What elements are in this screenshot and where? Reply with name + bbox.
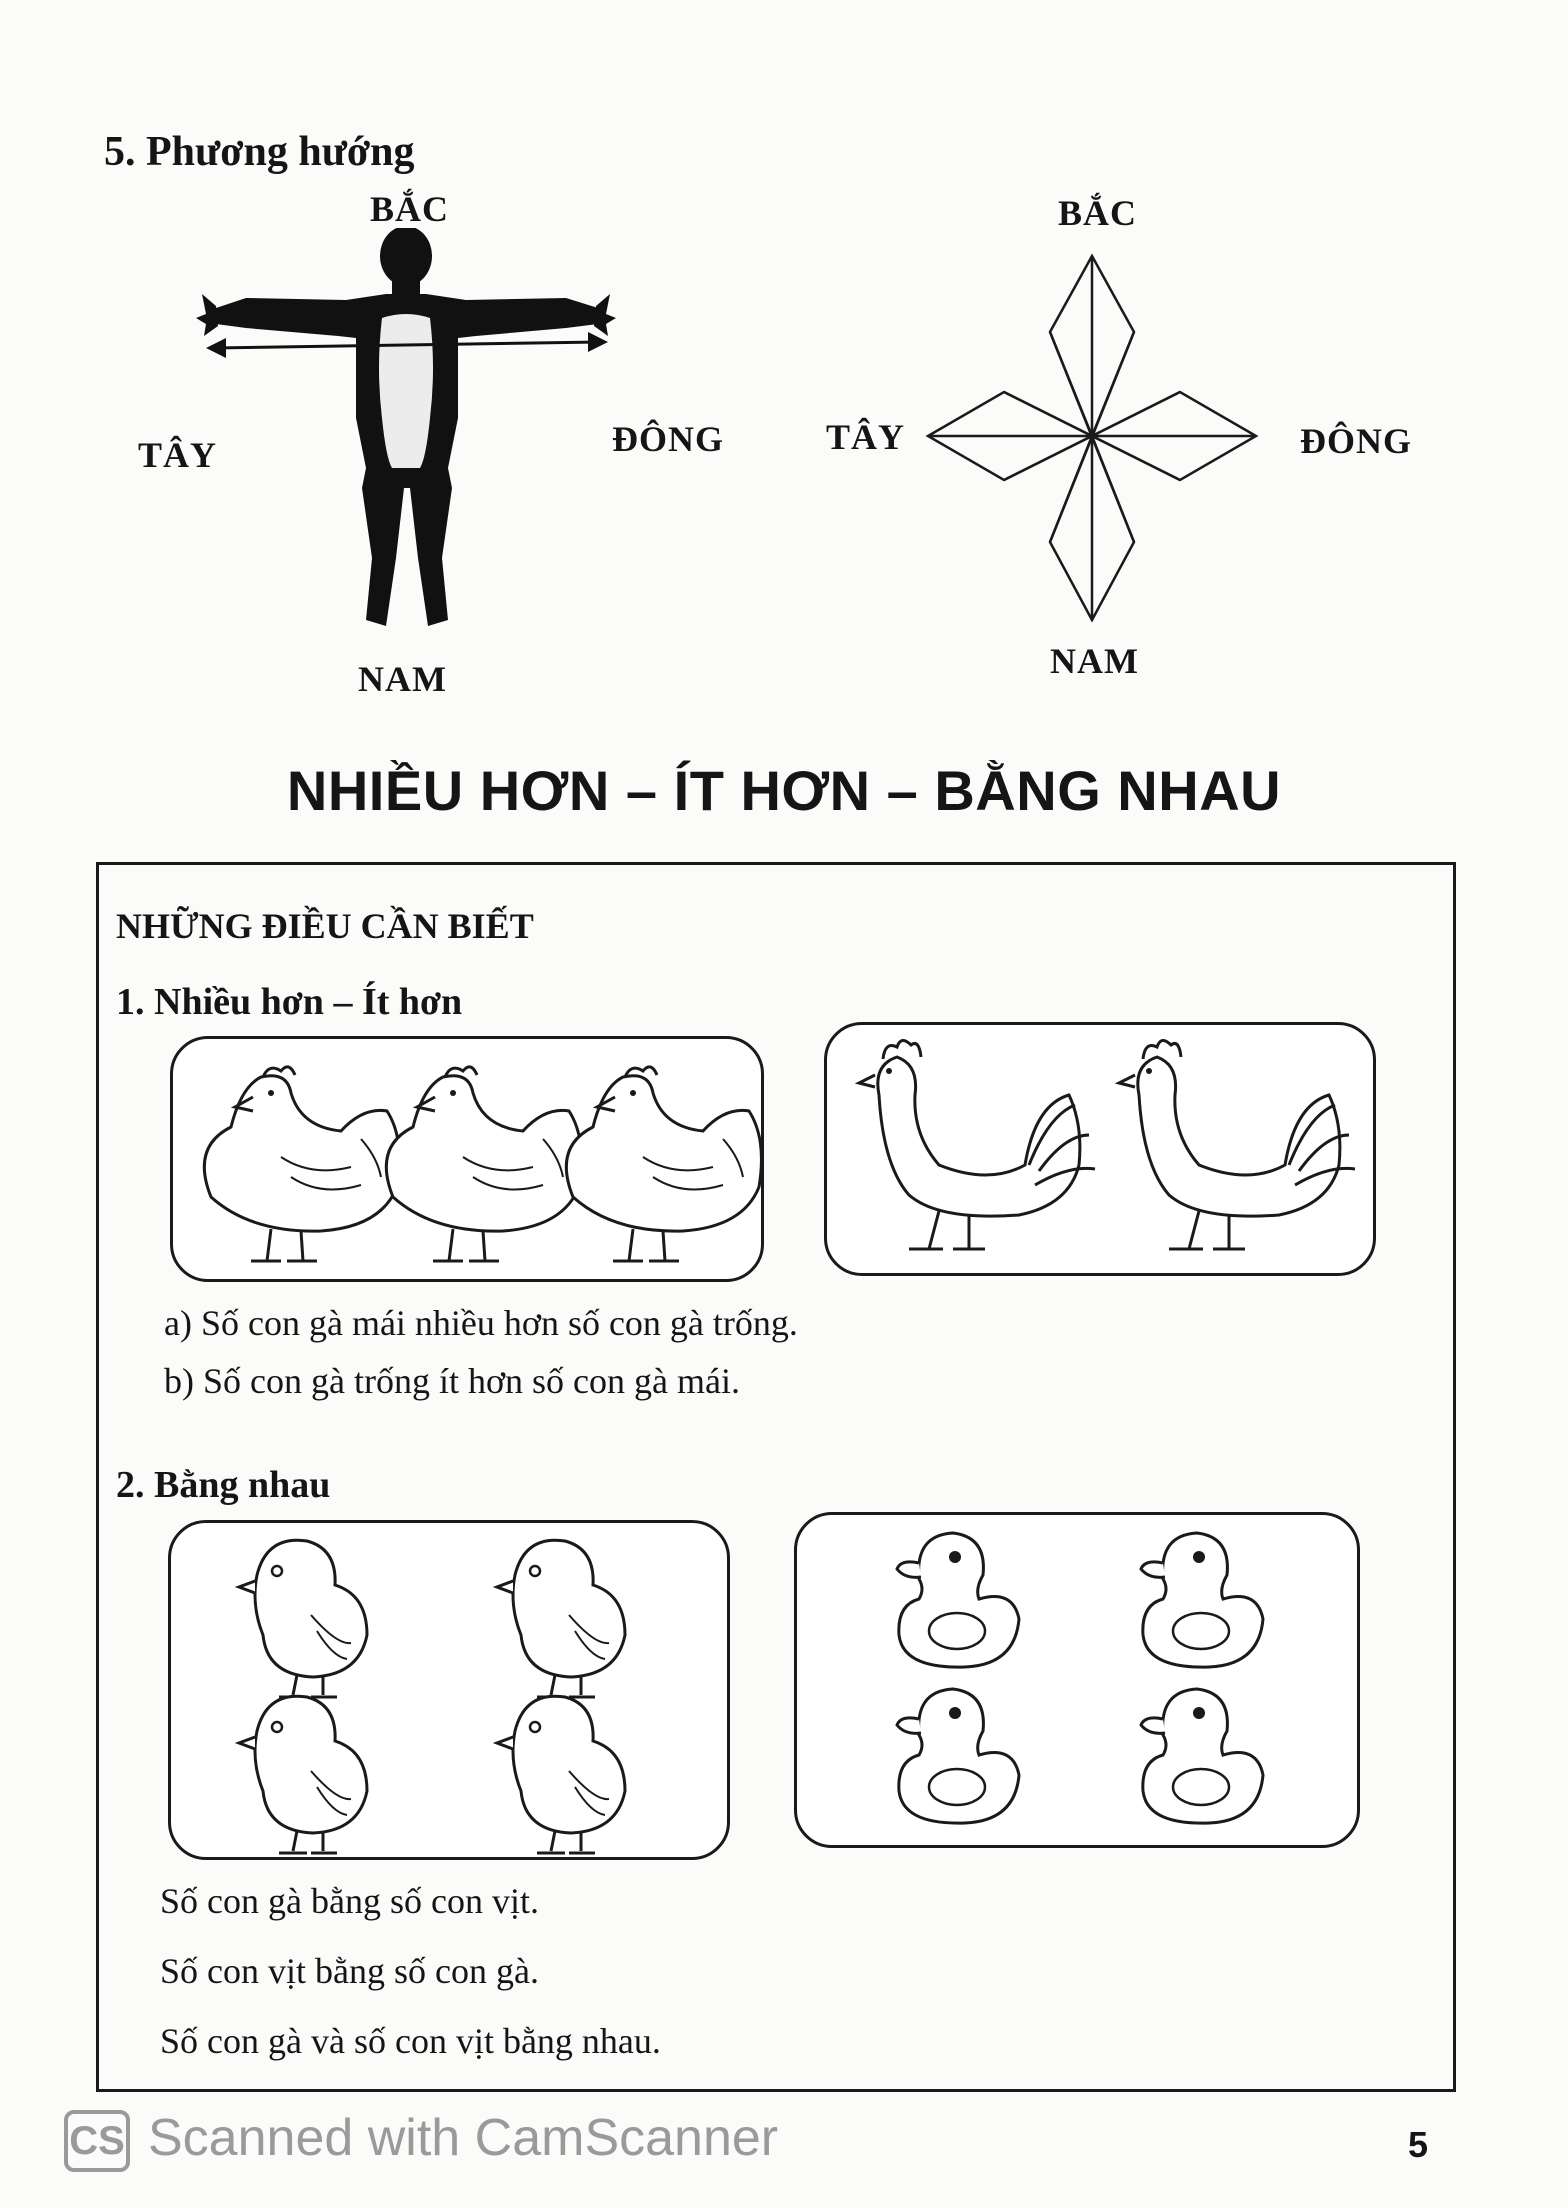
section-heading: 5. Phương hướng	[104, 129, 415, 175]
duck-icon	[895, 1687, 1021, 1825]
hen-icon	[564, 1065, 763, 1263]
chick-group-icon	[237, 1538, 627, 1855]
human-silhouette-icon	[196, 228, 616, 626]
rooster-icon	[857, 1038, 1097, 1251]
page-number: 5	[1408, 2124, 1429, 2165]
camscanner-watermark: CS Scanned with CamScanner	[64, 2108, 779, 2173]
roosters-frame	[824, 1022, 1376, 1276]
north-label: BẮC	[370, 189, 450, 229]
page-title: NHIỀU HƠN – ÍT HƠN – BẰNG NHAU	[286, 759, 1282, 822]
compass-rose-icon	[925, 253, 1259, 623]
equal-line-3: Số con gà và số con vịt bằng nhau.	[160, 2021, 661, 2061]
north-label: BẮC	[1058, 193, 1138, 233]
south-label: NAM	[1050, 641, 1139, 681]
hen-icon	[202, 1065, 401, 1263]
duck-icon	[1139, 1687, 1265, 1825]
ducks-frame	[794, 1512, 1360, 1848]
watermark-text: Scanned with CamScanner	[148, 2109, 779, 2167]
line-a: a) Số con gà mái nhiều hơn số con gà trố…	[164, 1303, 798, 1343]
west-label: TÂY	[826, 417, 906, 457]
rooster-group-icon	[857, 1038, 1357, 1251]
duck-icon	[1139, 1531, 1265, 1669]
hens-frame	[170, 1036, 764, 1282]
rooster-icon	[1117, 1038, 1357, 1251]
duck-icon	[895, 1531, 1021, 1669]
east-label: ĐÔNG	[612, 419, 724, 459]
chick-icon	[495, 1538, 627, 1699]
box-title: NHỮNG ĐIỀU CẦN BIẾT	[116, 906, 534, 946]
info-box	[96, 862, 1456, 2092]
line-b: b) Số con gà trống ít hơn số con gà mái.	[164, 1361, 740, 1401]
chicks-frame	[168, 1520, 730, 1860]
east-label: ĐÔNG	[1300, 421, 1412, 461]
chick-icon	[495, 1694, 627, 1855]
chick-icon	[237, 1538, 369, 1699]
south-label: NAM	[358, 659, 447, 699]
camscanner-logo: CS	[64, 2110, 130, 2173]
hen-group-icon	[202, 1065, 763, 1263]
hen-icon	[384, 1065, 583, 1263]
west-label: TÂY	[138, 435, 218, 475]
duck-group-icon	[895, 1531, 1265, 1825]
part2-heading: 2. Bằng nhau	[116, 1464, 331, 1506]
chick-icon	[237, 1694, 369, 1855]
equal-line-2: Số con vịt bằng số con gà.	[160, 1951, 539, 1991]
part1-heading: 1. Nhiều hơn – Ít hơn	[116, 981, 463, 1023]
equal-line-1: Số con gà bằng số con vịt.	[160, 1881, 539, 1921]
